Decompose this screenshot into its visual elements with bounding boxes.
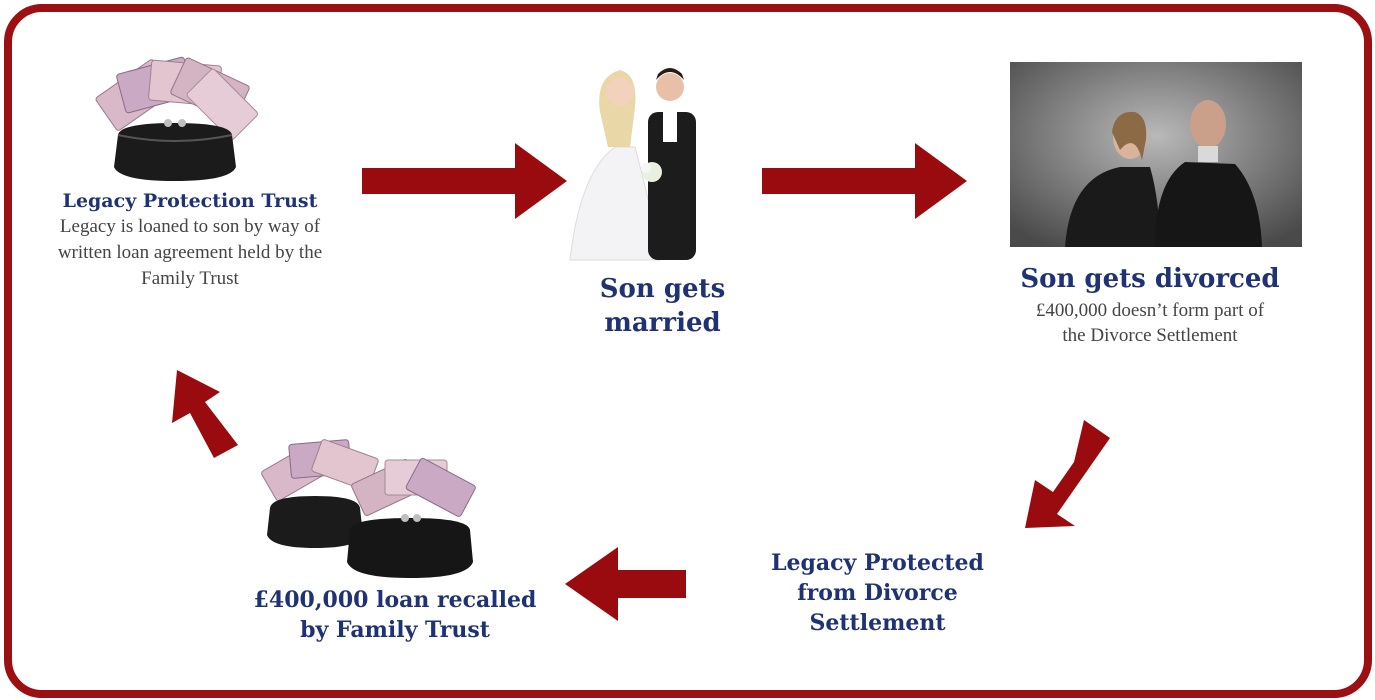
step-legacy-protection-trust: Legacy Protection Trust Legacy is loaned… — [20, 188, 360, 292]
step1-body: Legacy is loaned to son by way of writte… — [57, 216, 323, 289]
divorced-couple-photo — [1010, 62, 1302, 247]
step-loan-recalled: £400,000 loan recalled by Family Trust — [250, 585, 540, 645]
banknotes — [95, 56, 259, 141]
arrow-down-left — [1025, 420, 1110, 528]
step3-title: Son gets divorced — [1020, 264, 1280, 294]
arrow-right-1 — [362, 143, 567, 219]
step1-title: Legacy Protection Trust — [62, 190, 318, 212]
arrow-up-left — [172, 370, 238, 458]
step3-body: £400,000 doesn’t form part of the Divorc… — [1035, 300, 1265, 346]
step-son-gets-divorced: Son gets divorced £400,000 doesn’t form … — [1000, 260, 1300, 348]
step4-title: Legacy Protected from Divorce Settlement — [771, 550, 984, 636]
money-purse-icon — [95, 56, 259, 181]
wedding-couple-photo — [569, 68, 696, 261]
step5-title: £400,000 loan recalled by Family Trust — [253, 587, 537, 643]
step-son-gets-married: Son gets married — [565, 272, 760, 340]
banknotes-left — [261, 439, 379, 502]
arrow-right-2 — [762, 143, 967, 219]
step2-title: Son gets married — [599, 274, 726, 338]
banknotes-right — [351, 457, 476, 517]
step-legacy-protected: Legacy Protected from Divorce Settlement — [750, 548, 1005, 638]
two-money-purses-icon — [261, 439, 476, 578]
arrow-left — [565, 547, 686, 621]
